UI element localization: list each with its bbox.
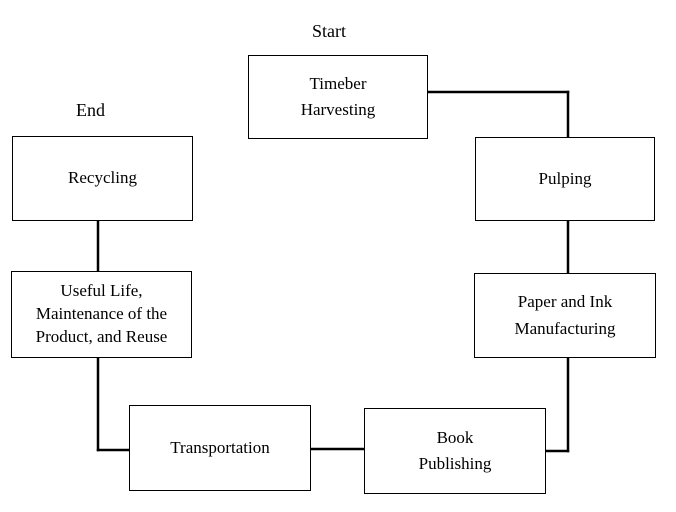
step-recycling-label: Recycling [68, 168, 137, 188]
start-label: Start [312, 21, 346, 41]
step-paper-ink-manufacturing: Paper and Ink Manufacturing [474, 273, 656, 358]
step-transportation: Transportation [129, 405, 311, 491]
step-timber-harvesting: Timeber Harvesting [248, 55, 428, 139]
step-useful-life-label: Useful Life, Maintenance of the Product,… [35, 281, 168, 346]
end-label: End [76, 100, 105, 120]
step-pulping-label: Pulping [538, 168, 592, 188]
step-book-publishing: Book Publishing [364, 408, 546, 494]
step-timber-harvesting-label: Timeber Harvesting [300, 73, 376, 119]
step-transportation-label: Transportation [170, 437, 270, 457]
step-book-publishing-label: Book Publishing [418, 427, 492, 473]
step-recycling: Recycling [12, 136, 193, 221]
step-paper-ink-manufacturing-label: Paper and Ink Manufacturing [514, 292, 616, 338]
step-useful-life: Useful Life, Maintenance of the Product,… [11, 271, 192, 358]
step-pulping: Pulping [475, 137, 655, 221]
